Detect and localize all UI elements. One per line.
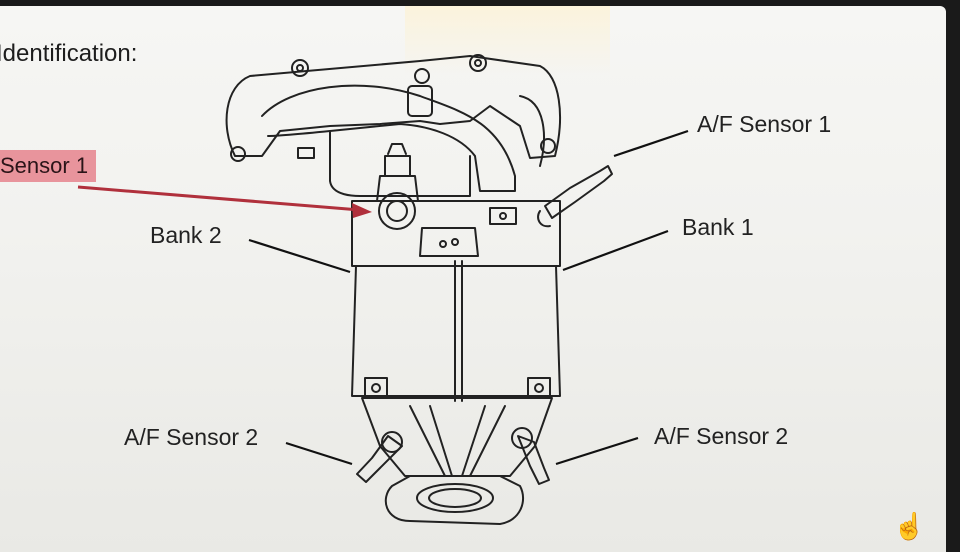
- highlighted-sensor-label: Sensor 1: [0, 150, 97, 182]
- oxygen-sensor-bank2: [384, 155, 411, 177]
- label-bank-2: Bank 2: [150, 222, 222, 248]
- leader-af-sensor-1: [613, 129, 689, 158]
- converter-shell: [351, 265, 561, 397]
- hand-pointer-icon: ☝: [893, 511, 926, 541]
- flange-bolt: [296, 64, 304, 72]
- runner-pipe: [519, 95, 545, 167]
- leader-af-sensor-2-right: [555, 436, 639, 466]
- flange-bolt: [469, 54, 487, 72]
- label-af-sensor-1: A/F Sensor 1: [697, 111, 832, 137]
- af-sensor-2-right-body: [517, 435, 550, 485]
- label-bank-1: Bank 1: [682, 214, 754, 240]
- flange-bolt: [540, 138, 556, 154]
- flange-bolt: [474, 59, 482, 67]
- flange-bolt: [230, 146, 246, 162]
- heat-shield-tab: [489, 207, 517, 225]
- flange-bolt: [414, 68, 430, 84]
- label-af-sensor-2-left: A/F Sensor 2: [124, 424, 259, 450]
- center-bracket: [419, 227, 479, 257]
- flange-bolt: [291, 59, 309, 77]
- manifold-flange: [225, 55, 561, 159]
- page-heading: Identification:: [0, 40, 138, 67]
- label-af-sensor-2-right: A/F Sensor 2: [654, 423, 789, 449]
- monitor-screen: Identification: Sensor 1 A/F Sensor 1 Ba…: [0, 6, 946, 552]
- highlight-arrow: [77, 185, 372, 218]
- runner-pipe: [329, 130, 471, 197]
- flange-clip: [297, 147, 315, 159]
- af-sensor-1-body: [544, 165, 613, 219]
- leader-bank-1: [562, 229, 669, 272]
- leader-bank-2: [248, 238, 351, 274]
- leader-af-sensor-2-left: [285, 441, 353, 466]
- outlet-flange: [384, 475, 525, 525]
- converter-housing: [351, 200, 561, 267]
- pipe-strap: [407, 85, 433, 117]
- exhaust-manifold-diagram: [77, 54, 689, 525]
